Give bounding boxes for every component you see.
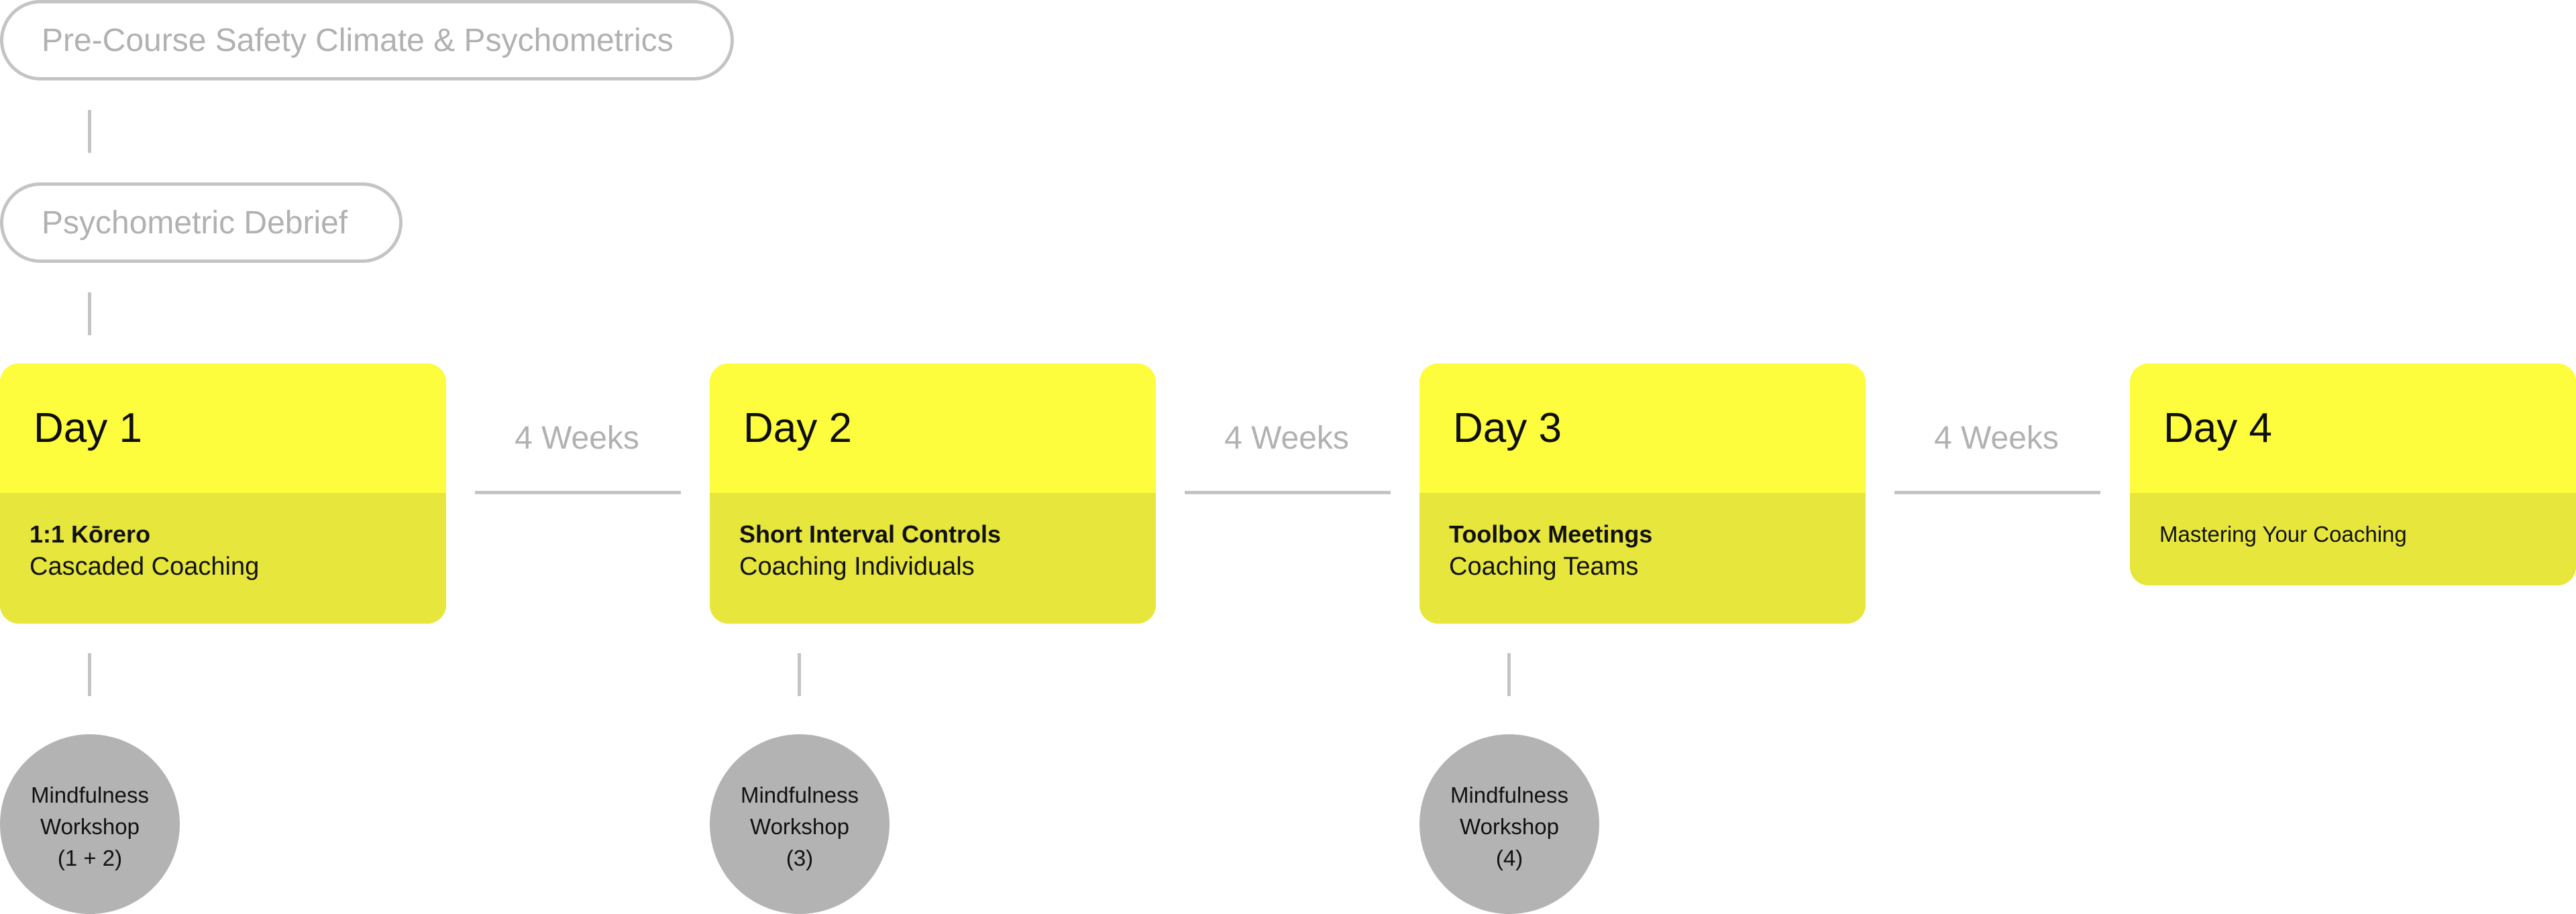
day-2-topic: Short Interval Controls [739, 520, 1002, 548]
workshop-3-line-3: (4) [1495, 845, 1523, 870]
connector-day3-to-day4 [1894, 491, 2100, 494]
pre-course-safety-climate-label: Pre-Course Safety Climate & Psychometric… [42, 22, 674, 58]
day-3-focus: Coaching Teams [1449, 553, 1639, 581]
day-3-body: Toolbox Meetings Coaching Teams [1419, 493, 1866, 624]
connector-precourse-to-debrief [88, 110, 91, 153]
connector-day3-to-workshop [1507, 653, 1511, 696]
workshop-2-line-3: (3) [786, 845, 814, 870]
psychometric-debrief-step: Psychometric Debrief [0, 182, 402, 263]
mindfulness-workshop-1: Mindfulness Workshop (1 + 2) [0, 734, 180, 914]
day-2-body: Short Interval Controls Coaching Individ… [710, 493, 1156, 624]
gap-label-day2-day3: 4 Weeks [1224, 420, 1349, 456]
day-1-body: 1:1 Kōrero Cascaded Coaching [0, 493, 446, 624]
workshop-1-line-2: Workshop [40, 813, 140, 839]
day-4-body: Mastering Your Coaching [2130, 493, 2576, 585]
day-3-card: Day 3 Toolbox Meetings Coaching Teams [1419, 363, 1866, 624]
day-4-focus: Mastering Your Coaching [2159, 522, 2407, 547]
day-1-title: Day 1 [0, 363, 446, 493]
gap-label-day3-day4: 4 Weeks [1934, 420, 2059, 456]
day-2-title: Day 2 [710, 363, 1156, 493]
workshop-3-line-2: Workshop [1460, 813, 1559, 839]
workshop-2-line-2: Workshop [750, 813, 849, 839]
connector-debrief-to-day1 [88, 292, 91, 335]
day-2-card: Day 2 Short Interval Controls Coaching I… [710, 363, 1156, 624]
workshop-3-line-1: Mindfulness [1450, 782, 1569, 807]
pre-course-safety-climate-step: Pre-Course Safety Climate & Psychometric… [0, 0, 734, 80]
day-4-title: Day 4 [2130, 363, 2576, 493]
mindfulness-workshop-2: Mindfulness Workshop (3) [710, 734, 890, 914]
workshop-1-line-1: Mindfulness [30, 782, 150, 807]
gap-label-day1-day2: 4 Weeks [515, 420, 639, 456]
connector-day2-to-day3 [1185, 491, 1391, 494]
connector-day2-to-workshop [798, 653, 801, 696]
workshop-1-line-3: (1 + 2) [57, 845, 123, 870]
connector-day1-to-workshop [88, 653, 91, 696]
psychometric-debrief-label: Psychometric Debrief [42, 205, 348, 241]
day-1-focus: Cascaded Coaching [30, 553, 260, 581]
day-2-focus: Coaching Individuals [739, 553, 975, 581]
day-3-title: Day 3 [1419, 363, 1866, 493]
workshop-2-line-1: Mindfulness [740, 782, 859, 807]
day-4-card: Day 4 Mastering Your Coaching [2130, 363, 2576, 585]
mindfulness-workshop-3: Mindfulness Workshop (4) [1419, 734, 1599, 914]
connector-day1-to-day2 [475, 491, 681, 494]
day-1-card: Day 1 1:1 Kōrero Cascaded Coaching [0, 363, 446, 624]
day-3-topic: Toolbox Meetings [1449, 520, 1653, 548]
day-1-topic: 1:1 Kōrero [30, 520, 151, 548]
